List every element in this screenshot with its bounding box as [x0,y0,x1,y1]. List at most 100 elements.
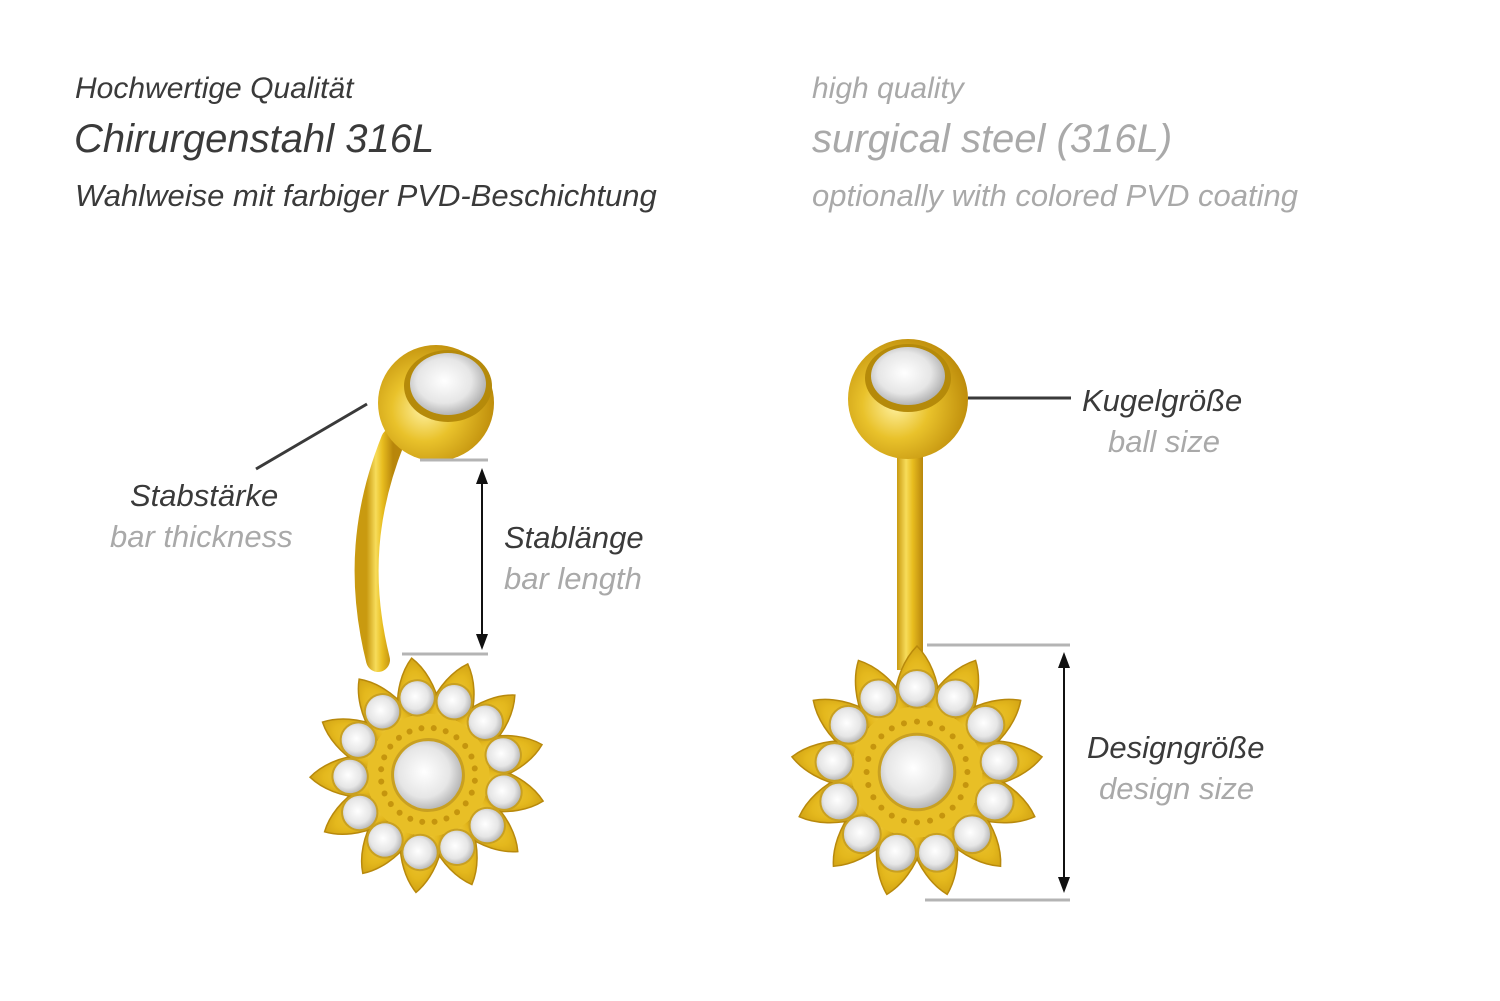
bead [406,728,413,735]
bead [468,789,475,796]
label-ball-size-en: ball size [1108,424,1220,459]
bar-thickness-pointer [255,402,368,471]
straight-piercing [790,339,1044,896]
bead [454,809,461,816]
arrow-head-down [1058,877,1070,893]
bead [878,804,885,811]
gem-top [871,347,945,405]
bead [381,754,388,761]
outer-gem [366,821,404,859]
bead [927,720,934,727]
bead [396,809,403,816]
outer-gem [841,814,882,855]
bead [957,743,964,750]
bead [939,725,946,732]
heading-material-en: surgical steel (316L) [812,117,1173,161]
bead [418,725,425,732]
outer-gem [468,806,506,845]
outer-gem [341,793,379,832]
outer-gem [438,828,476,866]
bead [863,769,870,775]
center-gem [877,732,957,812]
outer-gem [814,742,855,782]
bead [962,755,969,762]
outer-gem [466,703,505,741]
label-design-size-de: Designgröße [1087,730,1265,765]
bead [964,769,971,775]
label-ball-size-de: Kugelgröße [1082,383,1243,418]
center-gem [391,738,465,812]
arrow-head-up [1058,652,1070,668]
outer-gem [819,781,860,822]
bead [462,800,469,807]
bead [939,812,946,819]
outer-gem [339,721,378,759]
label-bar-thickness-de: Stabstärke [130,478,279,513]
bead [888,725,895,732]
bead [957,794,964,801]
label-design-size-en: design size [1099,771,1255,806]
bead [471,777,478,784]
bead [468,753,475,760]
outer-gem [965,704,1006,745]
bead [914,718,920,725]
outer-gem [828,704,869,745]
label-bar-length-de: Stablänge [504,520,644,555]
bead [927,817,934,824]
heading-quality-de: Hochwertige Qualität [75,72,354,105]
arrow-head-up [476,468,488,484]
outer-gem [398,679,436,717]
label-bar-thickness-en: bar thickness [110,519,293,554]
bead [878,733,885,740]
bead [395,734,402,741]
bead [870,743,877,750]
bead [443,815,450,822]
heading-coating-de: Wahlweise mit farbiger PVD-Beschichtung [75,178,657,213]
heading-coating-en: optionally with colored PVD coating [812,178,1298,213]
outer-gem [363,693,402,731]
bead [387,801,394,808]
flower-design [790,644,1044,896]
gem-top [410,353,486,415]
heading-material-de: Chirurgenstahl 316L [74,117,435,161]
bead [914,819,920,826]
outer-gem [952,814,993,855]
bead [378,766,385,773]
bead [949,733,956,740]
outer-gem [877,832,917,873]
bead [387,743,394,750]
outer-gem [485,773,523,811]
bead [870,794,877,801]
bead [900,720,907,727]
outer-gem [974,781,1015,822]
bead [407,815,414,822]
bead [865,755,872,762]
outer-gem [935,678,976,719]
arrow-head-down [476,634,488,650]
bead [462,742,469,749]
bead [442,728,449,735]
outer-gem [484,736,522,774]
bead [900,817,907,824]
curved-bar [354,428,405,672]
outer-gem [401,833,439,872]
outer-gem [917,832,957,873]
outer-gem [331,757,369,796]
bead [430,725,437,732]
curved-piercing [308,345,545,894]
bead [949,804,956,811]
bead [865,782,872,789]
bead [431,818,438,825]
bead [471,765,478,772]
flower-design [308,657,545,894]
bead [381,790,388,797]
straight-bar [897,440,923,670]
outer-gem [979,742,1020,782]
bead [962,782,969,789]
heading-quality-en: high quality [812,72,964,105]
bead [888,812,895,819]
outer-gem [858,678,899,719]
outer-gem [897,668,937,709]
bead [453,734,460,741]
